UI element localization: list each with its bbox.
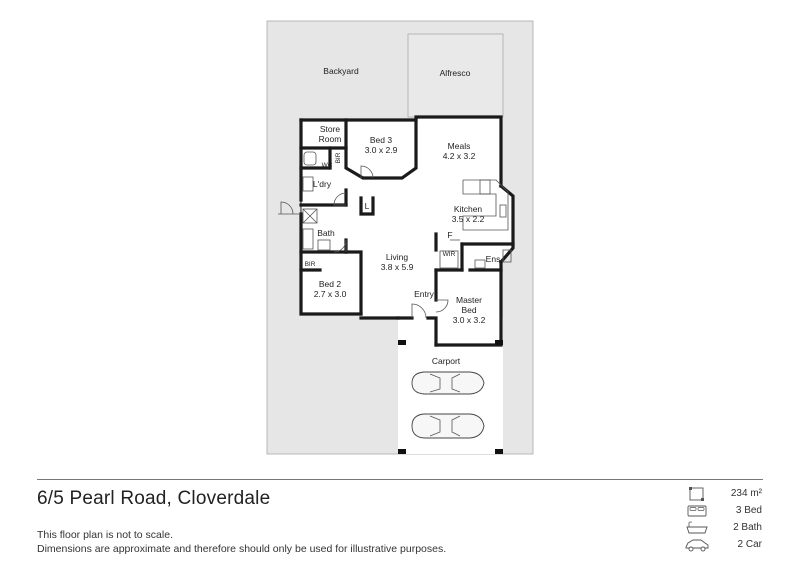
label-f: F [447,230,452,240]
label-bed3: Bed 3 [370,135,392,145]
stat-car: 2 Car [684,538,762,554]
doors [278,165,449,319]
label-store-room: Store [320,124,341,134]
label-laundry: L'dry [313,179,332,189]
label-bed2: Bed 2 [319,279,341,289]
label-master-bed: Master [456,295,482,305]
label-living: Living [386,252,408,262]
stat-car-value: 2 Car [737,539,762,550]
property-address: 6/5 Pearl Road, Cloverdale [37,488,271,509]
label-carport: Carport [432,356,461,366]
label-wir: WIR [443,251,456,258]
stat-bed-value: 3 Bed [735,505,762,516]
stat-bath: 2 Bath [684,521,762,537]
alfresco-area [407,33,504,118]
label-bath: Bath [317,228,335,238]
label-bir-bed2: BIR [305,261,316,268]
car-1 [411,371,485,395]
label-meals: Meals [448,141,471,151]
label-l: L [365,201,370,211]
disclaimer-line-2: Dimensions are approximate and therefore… [37,543,447,555]
area-icon [689,487,704,501]
label-wc: WC [322,162,333,169]
bed-icon [687,505,707,517]
label-alfresco: Alfresco [440,68,471,78]
fixtures [302,151,512,269]
label-ensuite: Ens [486,254,501,264]
label-meals-dim: 4.2 x 3.2 [443,151,476,161]
bath-icon [686,521,708,534]
label-store-room-2: Room [319,134,342,144]
label-bed2-dim: 2.7 x 3.0 [314,289,347,299]
stat-area-value: 234 m² [730,488,762,499]
label-master-bed-2: Bed [461,305,476,315]
label-kitchen-dim: 3.5 x 2.2 [452,214,485,224]
label-living-dim: 3.8 x 5.9 [381,262,414,272]
walls [299,115,515,347]
label-master-dim: 3.0 x 3.2 [453,315,486,325]
footer-divider [37,479,763,480]
car-2 [411,413,485,439]
label-entry: Entry [414,289,435,299]
carport-posts [398,340,503,454]
label-bir-bed3: BIR [335,152,342,163]
stat-area: 234 m² [684,487,762,503]
label-backyard: Backyard [323,66,359,76]
stat-bath-value: 2 Bath [733,522,762,533]
stat-bed: 3 Bed [684,504,762,520]
disclaimer-line-1: This floor plan is not to scale. [37,529,173,541]
label-bed3-dim: 3.0 x 2.9 [365,145,398,155]
floor-plan: Backyard Alfresco Store Room Bed 3 3.0 x… [266,20,534,455]
car-icon [685,539,709,552]
label-kitchen: Kitchen [454,204,483,214]
